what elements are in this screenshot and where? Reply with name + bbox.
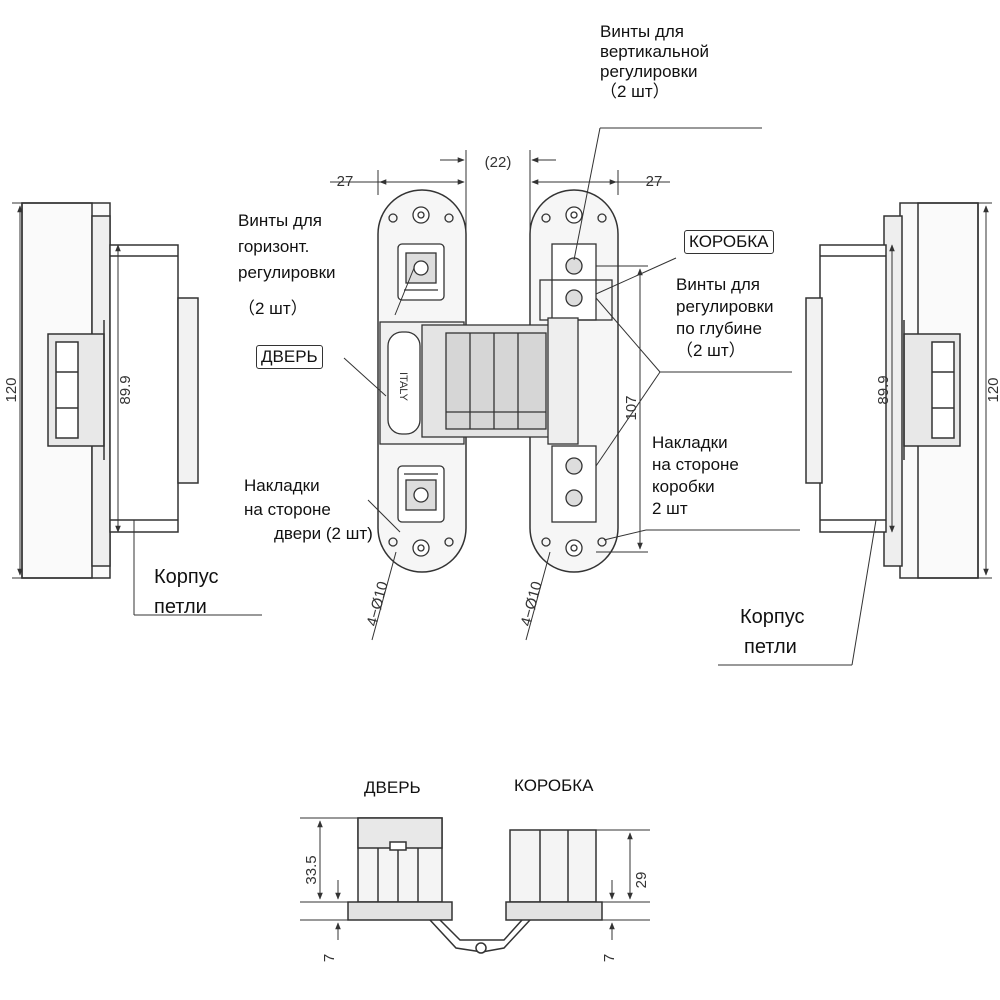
label-frame-bottom: КОРОБКА (514, 776, 594, 795)
leader-lines (343, 127, 800, 541)
label-horizontal-screws: Винты для горизонт. регулировки （2 шт） (238, 211, 336, 318)
dim-depth-frame: 29 (633, 872, 650, 889)
dim-holes-right: 4−Ø10 (518, 580, 546, 628)
dim-h-mid: 107 (623, 395, 640, 420)
left-side-view (21, 202, 199, 579)
dim-h-right-inner: 89.9 (875, 375, 892, 404)
dim-depth-door: 33.5 (303, 855, 320, 884)
dim-h-left-inner: 89.9 (117, 375, 134, 404)
top-view (347, 817, 603, 921)
label-frame-plates: Накладки на стороне коробки 2 шт (652, 433, 739, 518)
frame-plate-details (539, 206, 613, 557)
label-body-left: Корпус петли (154, 566, 219, 618)
dim-holes-left: 4−Ø10 (364, 580, 392, 628)
label-door-bottom: ДВЕРЬ (364, 778, 421, 797)
brand-label: ITALY (397, 372, 409, 402)
hinge-arm-top (429, 919, 531, 954)
label-vertical-screws: Винты для вертикальной регулировки （2 шт… (600, 22, 710, 101)
hinge-mechanism (421, 317, 579, 445)
dim-h-right: 120 (985, 377, 1000, 402)
dim-h-left: 120 (3, 377, 20, 402)
label-depth-screws: Винты для регулировки по глубине （2 шт） (676, 275, 774, 360)
dim-w-left: 27 (337, 173, 354, 190)
dim-gap: (22) (485, 154, 512, 171)
label-body-right: Корпус петли (740, 606, 805, 658)
right-side-view (805, 202, 979, 579)
dim-w-right: 27 (646, 173, 663, 190)
dim-off-right: 7 (601, 954, 618, 962)
label-frame-box: КОРОБКА (684, 230, 774, 254)
dim-off-left: 7 (321, 954, 338, 962)
label-door-plates: Накладки на стороне двери (2 шт) (244, 476, 373, 543)
label-door-box: ДВЕРЬ (256, 345, 323, 369)
